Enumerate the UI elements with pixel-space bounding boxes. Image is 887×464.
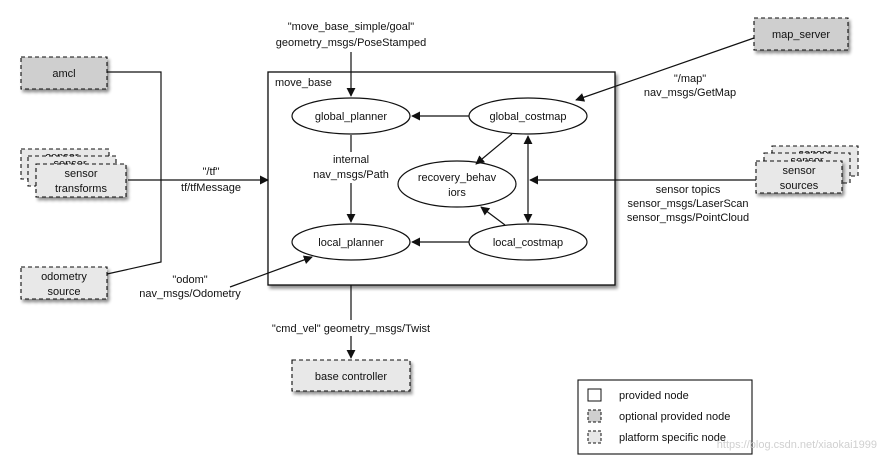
amcl-node: amcl (20, 56, 108, 90)
global-planner-label: global_planner (315, 111, 388, 123)
odometry-source-node: odometry source (20, 266, 108, 300)
legend-provided-swatch (587, 388, 602, 402)
recovery-behaviors-node: recovery_behav iors (397, 160, 517, 208)
move-base-label: move_base (275, 77, 332, 89)
amcl-odometry-link (106, 71, 162, 275)
sensor-transforms-label2: transforms (55, 183, 107, 195)
internal-label: internal (333, 154, 369, 166)
local-planner-node: local_planner (291, 223, 411, 261)
sensor-topics-label: sensor topics (656, 184, 721, 196)
sensor-transforms-label1: sensor (64, 168, 97, 180)
global-costmap-node: global_costmap (468, 97, 588, 135)
legend-platform-label: platform specific node (619, 432, 726, 444)
odom-arrow (229, 255, 313, 288)
internal-path-label: nav_msgs/Path (313, 169, 389, 181)
local-costmap-label: local_costmap (493, 237, 563, 249)
base-controller-label: base controller (315, 371, 387, 383)
global-planner-node: global_planner (291, 97, 411, 135)
odometry-label1: odometry (41, 271, 87, 283)
watermark: https://blog.csdn.net/xiaokai1999 (717, 439, 877, 451)
recovery-label-line1: recovery_behav (418, 172, 497, 184)
cmd-vel-label: "cmd_vel" geometry_msgs/Twist (272, 323, 430, 335)
legend-optional-label: optional provided node (619, 411, 730, 423)
recovery-label-line2: iors (448, 187, 466, 199)
map-server-node: map_server (753, 17, 849, 51)
map-msg-label: nav_msgs/GetMap (644, 87, 736, 99)
legend-platform-swatch (587, 430, 602, 444)
sensor-sources-node: sensor sensor sensor sources (755, 145, 859, 194)
odom-msg-label: nav_msgs/Odometry (139, 288, 241, 300)
legend: provided node optional provided node pla… (577, 379, 753, 455)
cmd-vel-label-bg (262, 320, 446, 336)
sensor-transforms-node: sensor sensor sensor transforms (20, 148, 127, 198)
map-topic-label: "/map" (674, 73, 706, 85)
odom-topic-label: "odom" (172, 274, 207, 286)
tf-topic-label: "/tf" (203, 166, 220, 178)
local-planner-label: local_planner (318, 237, 384, 249)
goal-topic-label: "move_base_simple/goal" (288, 21, 415, 33)
legend-optional-swatch (587, 409, 602, 423)
global-costmap-label: global_costmap (489, 111, 566, 123)
local-costmap-node: local_costmap (468, 223, 588, 261)
local-costmap-to-recovery-arrow (480, 206, 506, 226)
goal-msg-label: geometry_msgs/PoseStamped (276, 37, 426, 49)
pointcloud-label: sensor_msgs/PointCloud (627, 212, 749, 224)
odometry-label2: source (47, 286, 80, 298)
map-arrow (575, 37, 755, 102)
tf-msg-label: tf/tfMessage (181, 182, 241, 194)
legend-provided-label: provided node (619, 390, 689, 402)
amcl-label: amcl (52, 68, 75, 80)
global-costmap-to-recovery-arrow (475, 133, 513, 165)
map-server-label: map_server (772, 29, 830, 41)
laserscan-label: sensor_msgs/LaserScan (627, 198, 748, 210)
sensor-sources-label1: sensor (782, 165, 815, 177)
base-controller-node: base controller (291, 359, 411, 392)
sensor-sources-label2: sources (780, 180, 819, 192)
